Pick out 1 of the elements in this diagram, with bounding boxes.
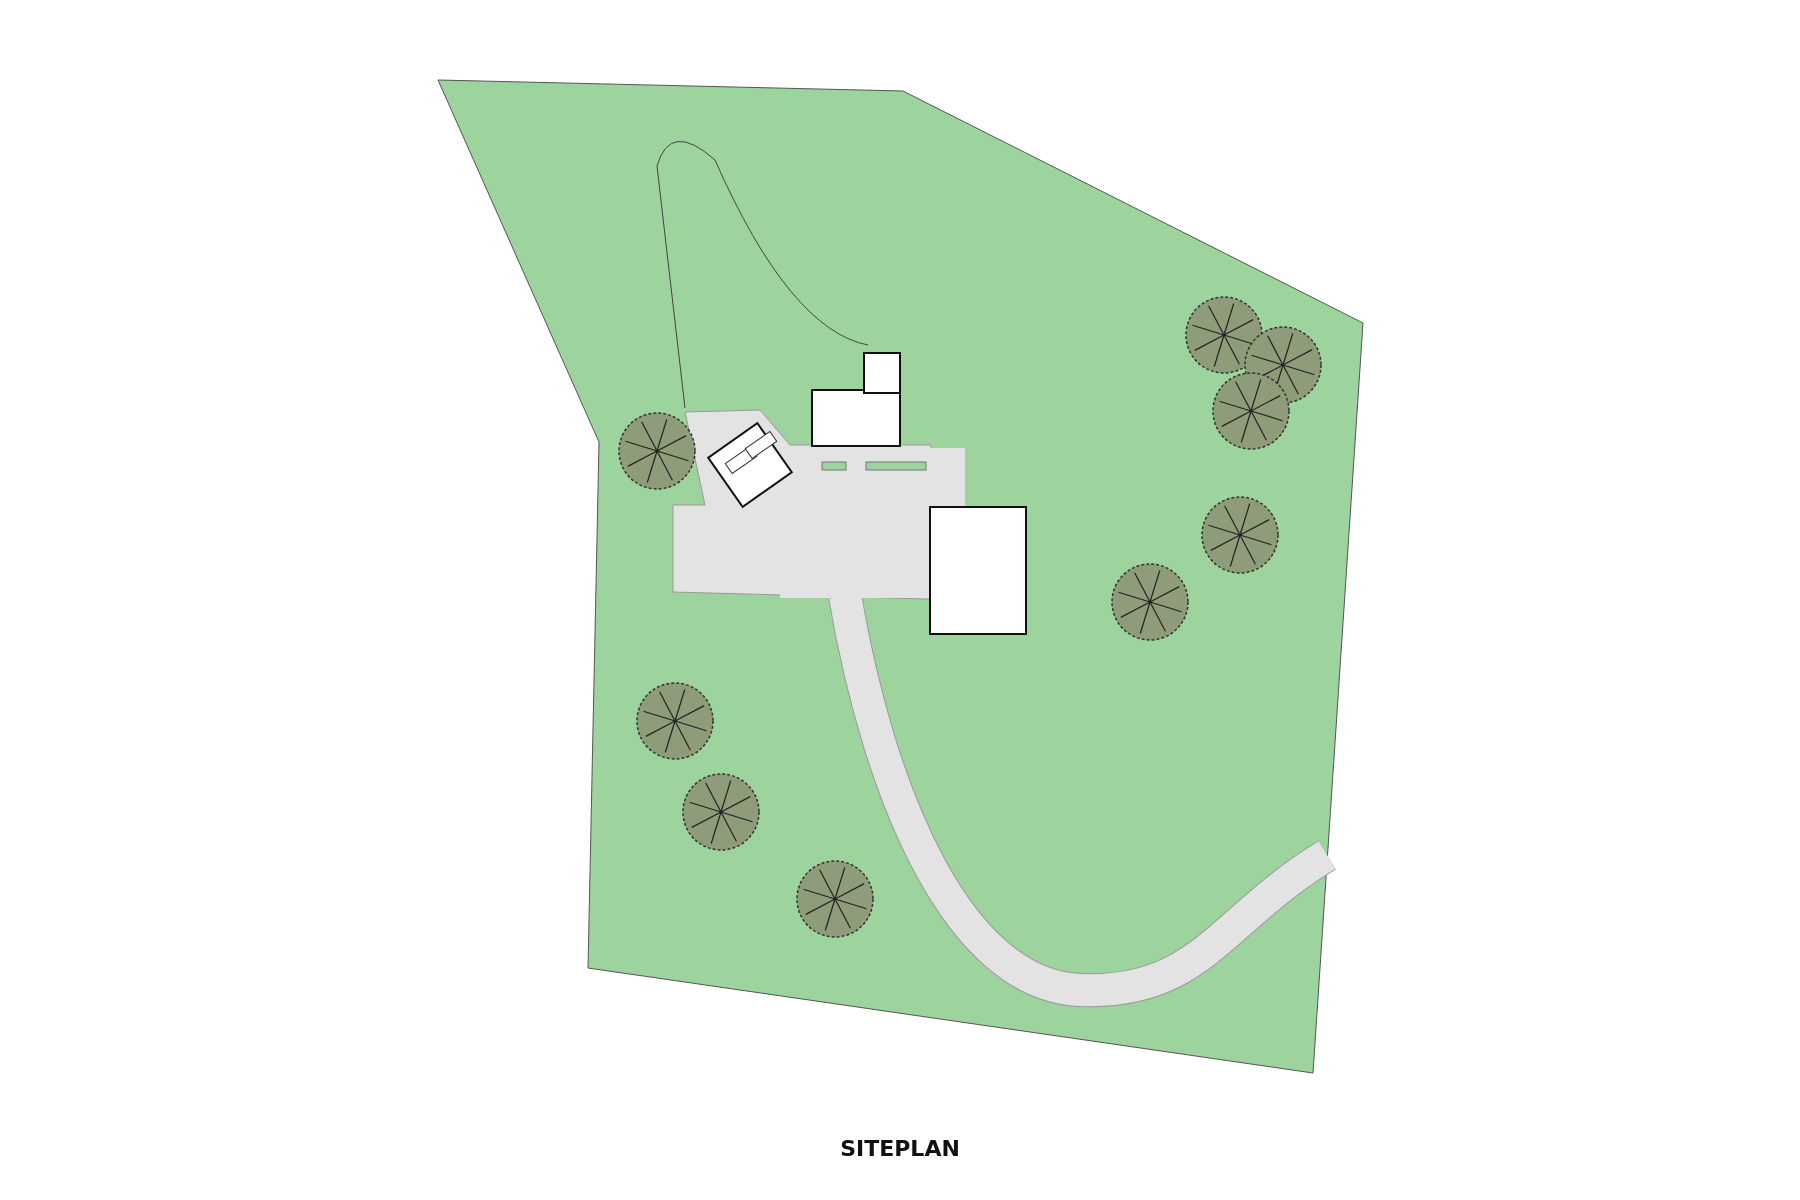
plan-title: SITEPLAN [840, 1136, 960, 1161]
